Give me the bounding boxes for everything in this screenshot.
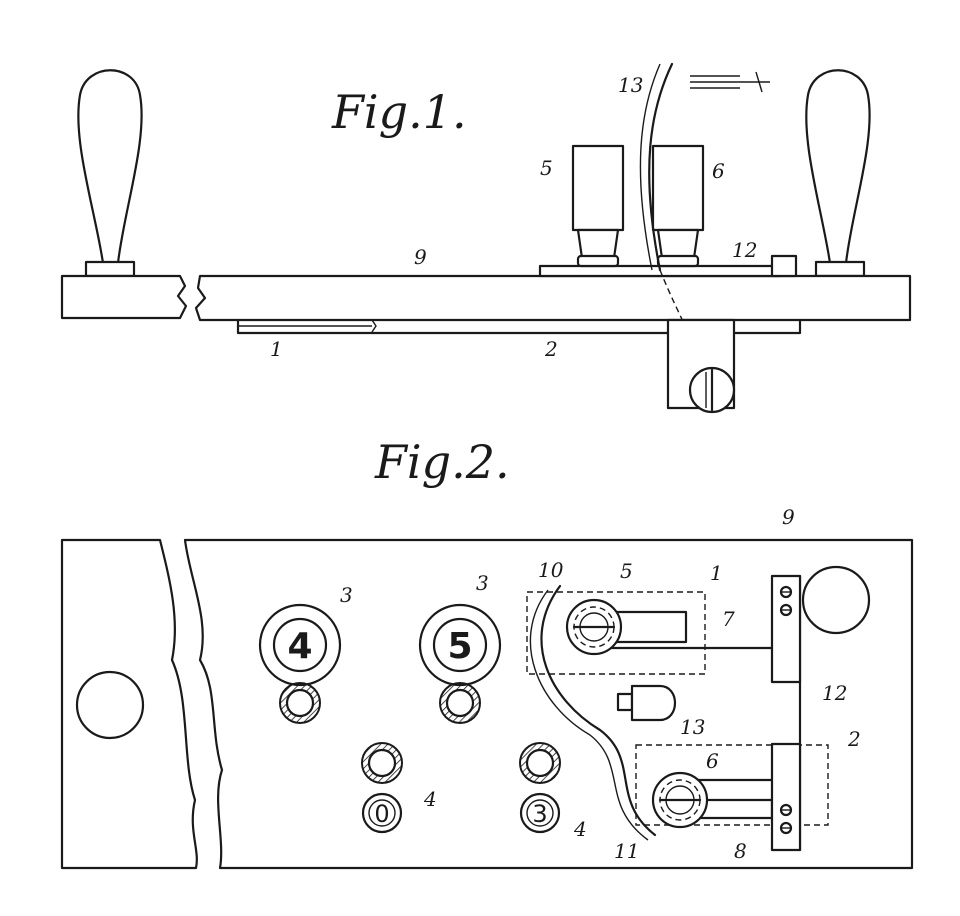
figure-1: Fig.1.	[60, 62, 912, 414]
big-key-4-numeral: 4	[287, 626, 312, 667]
key-5-top	[565, 598, 623, 656]
fig1-label-5: 5	[540, 156, 553, 180]
key-5-side	[571, 144, 625, 268]
fig2-label-10: 10	[538, 558, 564, 582]
fig2-label-4a: 4	[423, 787, 437, 811]
hatched-ring-4	[519, 742, 561, 784]
wire-10-11	[540, 584, 657, 837]
right-handle	[805, 69, 871, 278]
board-right-piece	[183, 538, 914, 870]
fig2-label-4b: 4	[573, 817, 587, 841]
wire-10-11-inner	[529, 589, 649, 841]
fig2-label-2: 2	[847, 727, 861, 751]
fig2-label-8: 8	[734, 839, 747, 863]
fig1-label-2: 2	[544, 337, 558, 361]
lamp-13	[616, 684, 676, 722]
rail-12	[770, 574, 802, 852]
board-hole-left	[75, 670, 145, 740]
fig2-label-12: 12	[822, 681, 847, 705]
big-key-4[interactable]: 4	[258, 603, 342, 687]
fig2-label-1: 1	[710, 561, 723, 585]
fig2-label-7: 7	[722, 607, 735, 631]
small-key-3[interactable]: 3	[519, 792, 561, 834]
fig1-label-13: 13	[618, 73, 643, 97]
big-key-5-numeral: 5	[447, 626, 472, 667]
fig1-label-12: 12	[732, 238, 757, 262]
fig2-label-11: 11	[614, 839, 639, 863]
fig1-label-9: 9	[414, 245, 427, 269]
figure-2-title: Fig.2.	[374, 435, 510, 489]
fig1-label-6: 6	[712, 159, 725, 183]
dashed-region-2	[635, 744, 829, 826]
hatched-ring-2	[439, 682, 481, 724]
fig2-label-3b: 3	[476, 571, 489, 595]
hatched-ring-3	[361, 742, 403, 784]
fig2-label-9: 9	[782, 505, 795, 529]
fig2-label-13: 13	[680, 715, 705, 739]
small-key-0-numeral: 0	[374, 800, 389, 828]
small-key-0[interactable]: 0	[361, 792, 403, 834]
hatched-ring-1	[279, 682, 321, 724]
fig2-label-5: 5	[620, 559, 633, 583]
base-board	[60, 254, 912, 335]
key-6-side	[651, 144, 705, 268]
small-key-3-numeral: 3	[532, 800, 547, 828]
fig2-label-3a: 3	[340, 583, 353, 607]
figure-2: Fig.2. 4 5	[60, 435, 914, 870]
fig2-label-6: 6	[706, 749, 719, 773]
fig1-label-1: 1	[270, 337, 283, 361]
left-handle	[77, 69, 143, 278]
board-hole-right	[801, 565, 871, 635]
contact-block	[666, 318, 736, 414]
big-key-5[interactable]: 5	[418, 603, 502, 687]
key-6-top	[651, 771, 709, 829]
figure-1-title: Fig.1.	[331, 85, 467, 139]
